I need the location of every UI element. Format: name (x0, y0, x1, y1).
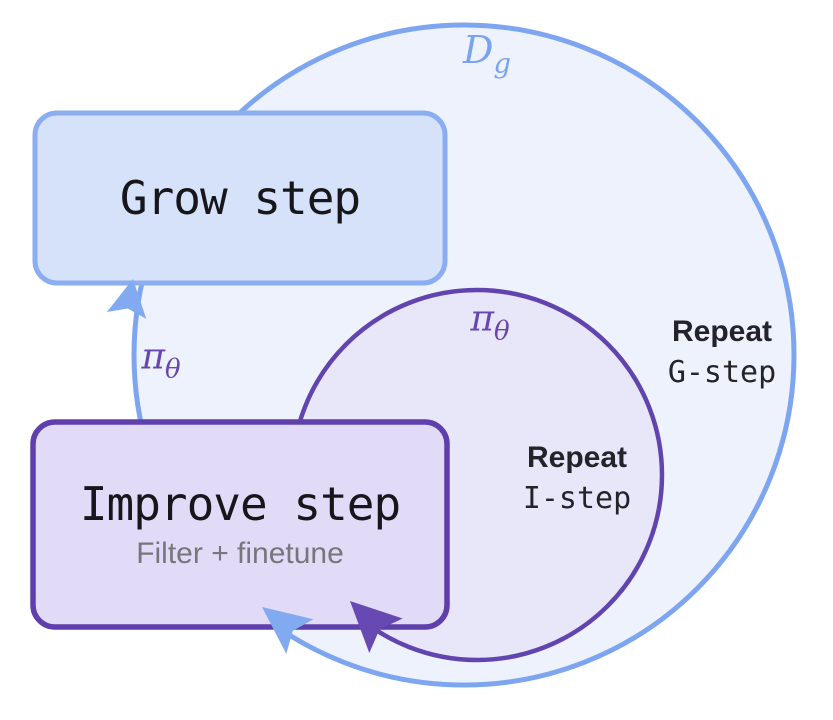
dataset-label: Dg (463, 28, 511, 78)
policy-label-inner: πθ (470, 298, 509, 345)
improve-step-text: Improve step Filter + finetune (79, 477, 401, 571)
dataset-label-main: D (463, 28, 494, 72)
policy-label-arrow-main: π (141, 336, 166, 378)
repeat-g-step: G-step (667, 355, 777, 390)
policy-label-arrow: πθ (141, 336, 180, 383)
i-loop-arrowhead (350, 601, 403, 653)
policy-label-inner-sub: θ (494, 316, 510, 347)
policy-label-arrow-sub: θ (165, 354, 181, 385)
policy-label-inner-main: π (470, 298, 495, 340)
improve-step-label: Improve step (79, 477, 401, 531)
policy-arrowhead (106, 279, 147, 319)
repeat-g-word: Repeat (671, 315, 773, 348)
grow-step-box (32, 110, 448, 286)
dataset-label-sub: g (493, 48, 511, 80)
improve-step-box (30, 419, 450, 630)
repeat-i-step-label: Repeat I-step (523, 437, 631, 519)
grow-step-label: Grow step (119, 171, 361, 225)
g-loop-arrowhead (262, 607, 314, 654)
repeat-g-step-label: Repeat G-step (668, 311, 776, 393)
repeat-i-step: I-step (522, 481, 632, 516)
improve-step-subtitle: Filter + finetune (136, 537, 344, 570)
repeat-i-word: Repeat (526, 441, 628, 474)
